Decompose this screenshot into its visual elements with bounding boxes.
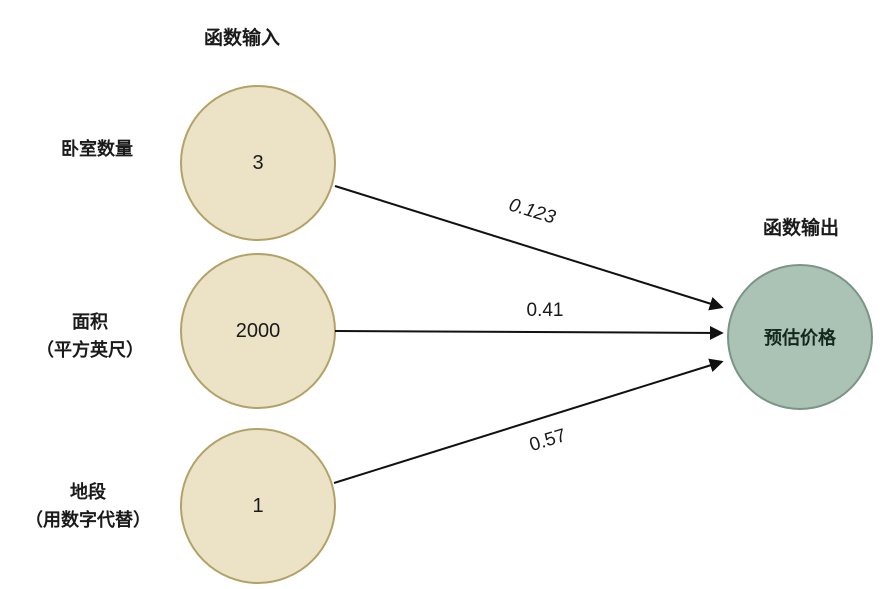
node-label-line: 卧室数量 [61,139,133,159]
node-label-line: （平方英尺） [36,340,144,360]
node-label-line: （用数字代替） [25,510,151,530]
input-section-title: 函数输入 [203,28,280,49]
output-section-title: 函数输出 [762,218,839,239]
node-value-area: 2000 [235,319,281,342]
weight-label-area: 0.41 [526,300,564,321]
arrow-bedrooms-to-output [334,185,724,311]
node-value-bedrooms: 3 [252,151,264,174]
node-label-line: 面积 [72,312,108,332]
input-node-circle-location [180,428,336,584]
arrow-location-to-output [333,358,724,484]
node-label-bedrooms: 卧室数量 [17,135,177,163]
node-label-location: 地段 （用数字代替） [3,478,173,534]
arrow-area-to-output [334,325,724,340]
output-node-circle [727,264,873,410]
input-node-circle-bedrooms [180,85,336,241]
node-label-line: 地段 [70,482,106,502]
node-value-location: 1 [252,494,264,517]
node-label-area: 面积 （平方英尺） [5,308,175,364]
output-node-label: 预估价格 [764,328,836,348]
